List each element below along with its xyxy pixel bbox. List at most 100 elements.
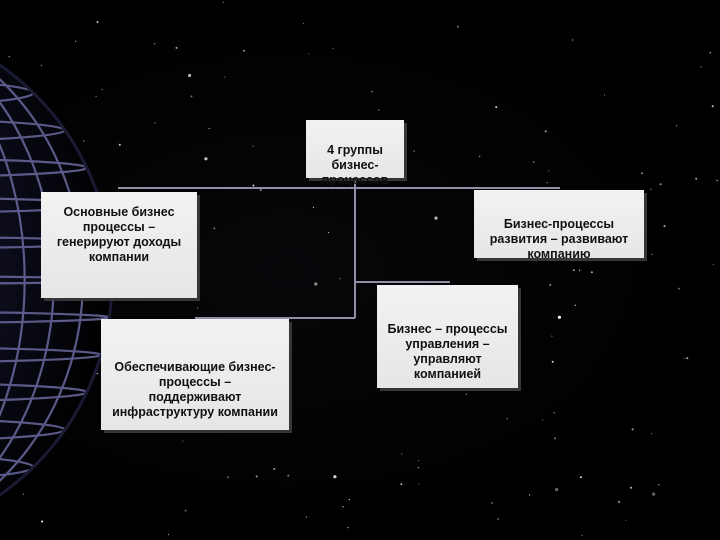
star-dot	[491, 502, 493, 504]
star-dot	[551, 360, 554, 363]
star-dot	[553, 412, 555, 414]
star-dot	[700, 66, 702, 68]
star-dot	[495, 106, 498, 109]
star-dot	[631, 428, 634, 431]
star-dot	[400, 483, 403, 486]
star-dot	[506, 418, 508, 420]
root-node-label: 4 группы бизнес- процессов	[321, 143, 389, 187]
star-dot	[659, 183, 662, 186]
globe-longitude-line	[0, 18, 26, 540]
star-dot	[252, 145, 254, 147]
star-dot	[625, 519, 627, 522]
star-dot	[711, 105, 714, 108]
star-dot	[549, 283, 552, 286]
star-dot	[554, 437, 556, 440]
star-dot	[557, 315, 562, 319]
star-dot	[227, 476, 229, 478]
star-dot	[716, 179, 718, 182]
star-dot	[305, 516, 308, 518]
star-dot	[371, 91, 373, 93]
node-management-processes: Бизнес – процессы управления – управляют…	[377, 285, 518, 388]
star-dot	[259, 189, 262, 191]
star-dot	[348, 499, 350, 501]
star-dot	[572, 39, 574, 41]
star-dot	[8, 56, 10, 58]
star-dot	[652, 492, 656, 496]
star-dot	[676, 125, 678, 127]
star-dot	[630, 486, 632, 489]
star-dot	[243, 49, 246, 52]
star-dot	[378, 109, 380, 111]
star-dot	[222, 1, 224, 3]
star-dot	[40, 64, 42, 66]
star-dot	[175, 46, 178, 49]
node-management-processes-label: Бизнес – процессы управления – управляют…	[387, 322, 508, 381]
star-dot	[347, 527, 349, 529]
star-dot	[581, 534, 583, 537]
star-dot	[401, 453, 403, 455]
star-dot	[154, 43, 156, 45]
star-dot	[252, 184, 255, 187]
star-dot	[96, 372, 98, 375]
star-dot	[658, 484, 660, 486]
star-dot	[712, 263, 715, 265]
star-dot	[190, 95, 193, 98]
star-dot	[551, 335, 553, 337]
star-dot	[533, 161, 535, 163]
star-dot	[314, 282, 318, 286]
star-dot	[548, 170, 550, 172]
star-dot	[287, 474, 290, 477]
star-dot	[574, 304, 576, 306]
star-dot	[101, 88, 103, 90]
node-core-processes: Основные бизнес процессы – генерируют до…	[41, 192, 197, 298]
star-dot	[339, 278, 341, 280]
star-dot	[618, 500, 620, 503]
star-dot	[22, 493, 24, 495]
star-dot	[456, 25, 459, 28]
star-dot	[590, 271, 593, 274]
star-dot	[549, 258, 551, 260]
star-dot	[683, 357, 686, 359]
star-dot	[327, 231, 330, 234]
star-dot	[541, 419, 544, 421]
star-dot	[273, 468, 276, 470]
star-dot	[544, 130, 547, 133]
star-dot	[709, 51, 712, 54]
star-dot	[332, 47, 334, 50]
star-dot	[465, 393, 467, 395]
star-dot	[650, 188, 652, 190]
star-dot	[167, 533, 169, 536]
node-development-processes-label: Бизнес-процессы развития – развивают ком…	[489, 217, 629, 261]
star-dot	[208, 127, 210, 130]
star-dot	[154, 122, 156, 124]
star-dot	[650, 433, 653, 435]
star-dot	[695, 177, 698, 180]
star-dot	[418, 460, 420, 462]
star-dot	[686, 357, 689, 360]
star-dot	[188, 73, 192, 78]
node-core-processes-label: Основные бизнес процессы – генерируют до…	[56, 205, 182, 264]
star-dot	[677, 287, 680, 290]
star-dot	[497, 518, 499, 520]
star-dot	[255, 475, 258, 478]
star-dot	[95, 95, 97, 98]
star-dot	[96, 21, 99, 23]
star-dot	[224, 76, 226, 78]
star-dot	[342, 506, 344, 508]
star-dot	[529, 494, 531, 496]
star-dot	[546, 182, 548, 184]
star-dot	[572, 269, 575, 272]
star-dot	[641, 172, 644, 175]
star-dot	[413, 150, 415, 152]
star-dot	[579, 269, 581, 271]
star-dot	[333, 475, 337, 479]
star-dot	[302, 23, 304, 25]
star-dot	[308, 53, 310, 55]
star-dot	[118, 143, 121, 146]
star-dot	[312, 206, 315, 208]
star-dot	[184, 509, 187, 512]
star-dot	[213, 227, 216, 230]
star-dot	[41, 520, 44, 523]
